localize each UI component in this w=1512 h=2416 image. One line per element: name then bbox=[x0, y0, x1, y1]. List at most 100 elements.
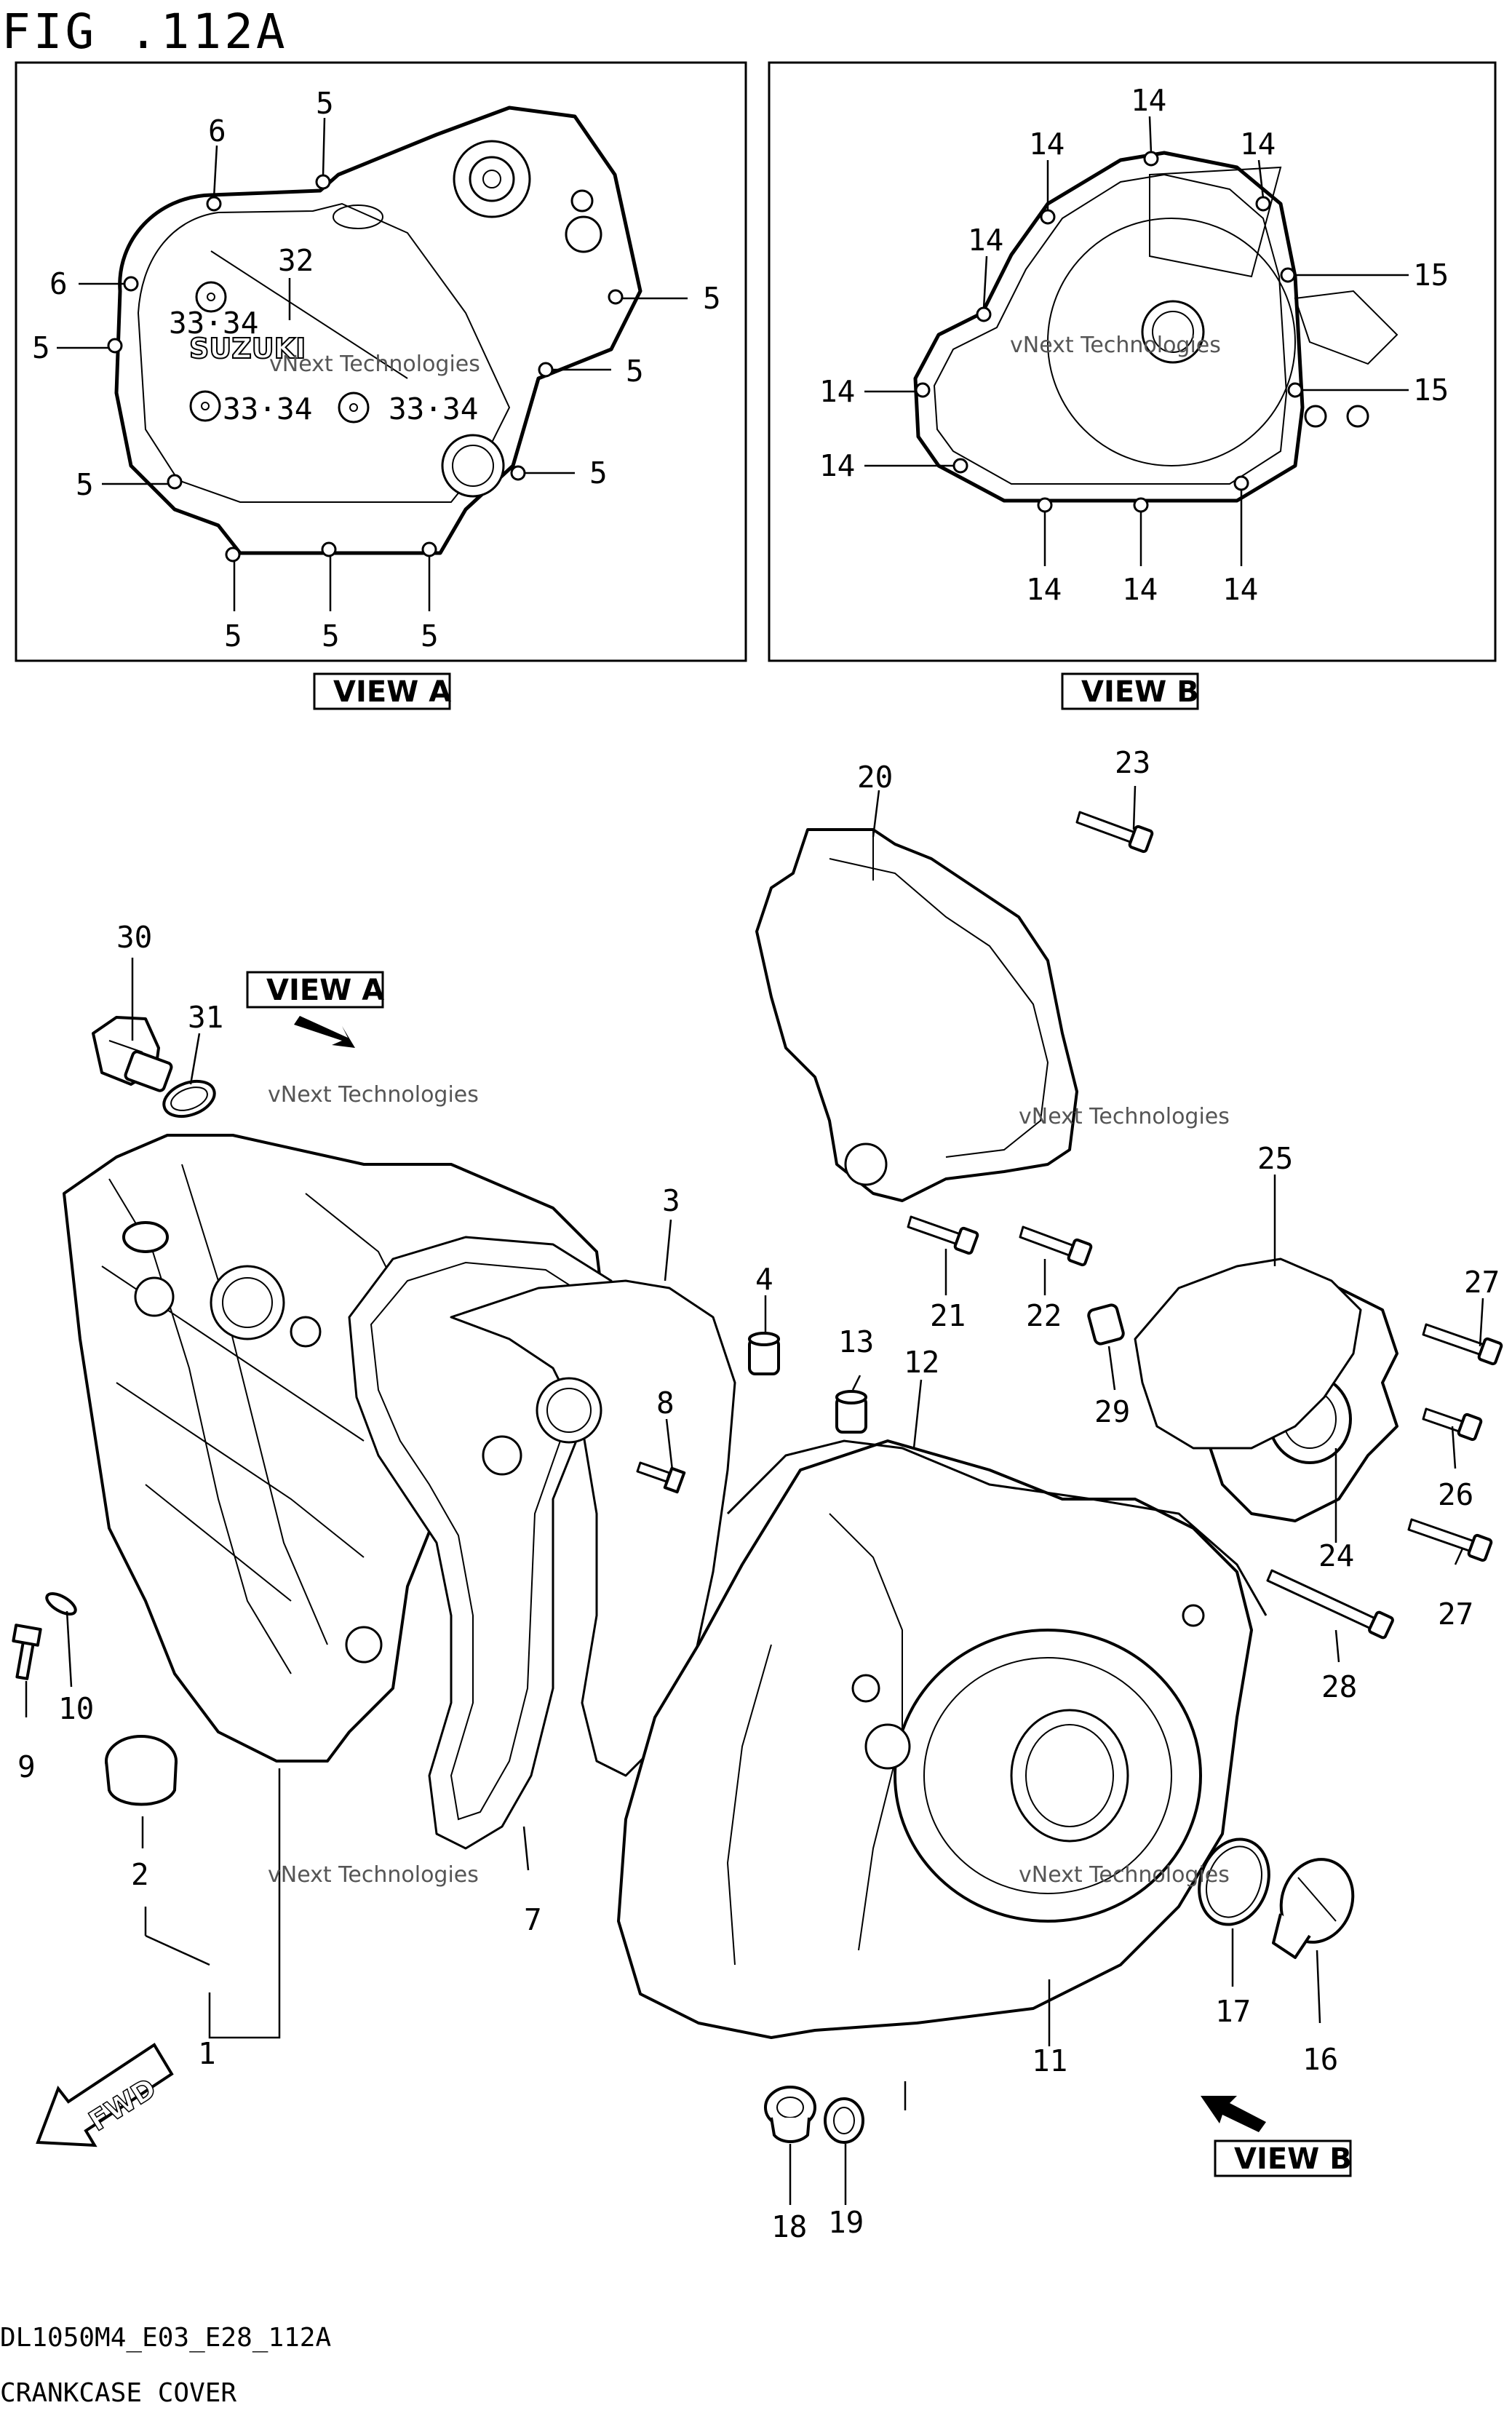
view-b-tag: VIEW B bbox=[1061, 672, 1199, 710]
fwd-arrow: FWD bbox=[36, 2043, 174, 2147]
view-b-label-14-c: 14 bbox=[1240, 127, 1276, 162]
label-18: 18 bbox=[771, 2209, 807, 2244]
svg-text:vNext Technologies: vNext Technologies bbox=[268, 1082, 479, 1108]
label-2: 2 bbox=[131, 1857, 149, 1892]
view-a-label-33-34-b: 33·34 bbox=[223, 392, 312, 426]
view-a-pointer: VIEW A bbox=[246, 971, 384, 1048]
view-a-label-33-34-c: 33·34 bbox=[389, 392, 478, 426]
svg-text:VIEW A: VIEW A bbox=[266, 974, 384, 1007]
view-a-cover-outline bbox=[114, 106, 642, 555]
o-ring-31 bbox=[162, 1079, 216, 1118]
dowel-pin-29 bbox=[1087, 1303, 1125, 1346]
plug-16 bbox=[1272, 1858, 1355, 1959]
label-29: 29 bbox=[1094, 1394, 1130, 1429]
label-20: 20 bbox=[857, 760, 893, 795]
view-a-label-33-34-a: 33·34 bbox=[169, 306, 258, 341]
label-4: 4 bbox=[755, 1262, 773, 1297]
gasket-12 bbox=[726, 1439, 1268, 1616]
view-b-leaders bbox=[864, 116, 1409, 566]
generator-cover-11 bbox=[617, 1439, 1253, 2039]
view-b-cover-outline bbox=[913, 151, 1305, 503]
label-27-upper: 27 bbox=[1464, 1265, 1500, 1300]
o-ring-17 bbox=[1198, 1837, 1270, 1926]
view-b-label-14-f: 14 bbox=[819, 448, 855, 483]
bolt-22 bbox=[1019, 1225, 1093, 1267]
label-12: 12 bbox=[904, 1345, 939, 1380]
label-28: 28 bbox=[1321, 1669, 1357, 1704]
view-b-panel: 14 14 14 14 14 14 14 14 14 15 15 vNext T… bbox=[768, 61, 1497, 662]
label-13: 13 bbox=[838, 1324, 874, 1359]
view-b-label-15-a: 15 bbox=[1413, 258, 1449, 293]
label-10: 10 bbox=[58, 1691, 94, 1726]
view-b-label-14-h: 14 bbox=[1122, 572, 1158, 607]
gasket-25 bbox=[1134, 1257, 1362, 1450]
label-24: 24 bbox=[1318, 1538, 1354, 1573]
view-a-leaders bbox=[57, 117, 688, 611]
label-19: 19 bbox=[828, 2205, 864, 2240]
view-a-label-6-left: 6 bbox=[49, 266, 68, 301]
sprocket-cover-20 bbox=[755, 828, 1078, 1202]
figure-caption: CRANKCASE COVER bbox=[0, 2378, 236, 2408]
label-1: 1 bbox=[198, 2036, 216, 2071]
svg-text:VIEW B: VIEW B bbox=[1234, 2142, 1352, 2176]
label-9: 9 bbox=[17, 1749, 36, 1784]
label-17: 17 bbox=[1215, 1994, 1251, 2029]
plug-2 bbox=[105, 1735, 178, 1806]
view-b-label-14-e: 14 bbox=[819, 374, 855, 409]
label-22: 22 bbox=[1026, 1298, 1062, 1333]
view-b-bolt-holes bbox=[915, 151, 1303, 513]
model-code: DL1050M4_E03_E28_112A bbox=[0, 2323, 331, 2353]
view-a-label-5-right-3: 5 bbox=[703, 281, 721, 316]
view-a-label-5-bottom-1: 5 bbox=[224, 619, 242, 653]
label-7: 7 bbox=[524, 1902, 542, 1937]
view-a-label-5-left: 5 bbox=[32, 330, 50, 365]
label-30: 30 bbox=[116, 920, 152, 955]
label-8: 8 bbox=[656, 1386, 675, 1420]
bolt-8 bbox=[636, 1461, 686, 1494]
svg-text:vNext Technologies: vNext Technologies bbox=[1019, 1862, 1230, 1888]
washer-10 bbox=[45, 1592, 77, 1616]
view-a-label-6-top: 6 bbox=[208, 114, 226, 148]
bolt-27-lower bbox=[1407, 1518, 1493, 1562]
view-a-brand: SUZUKI bbox=[189, 333, 306, 365]
label-23: 23 bbox=[1115, 745, 1150, 780]
label-27-lower: 27 bbox=[1438, 1597, 1473, 1632]
watermarks: vNext Technologies vNext Technologies vN… bbox=[268, 1082, 1230, 1888]
bolt-23 bbox=[1075, 811, 1154, 854]
dowel-pin-13 bbox=[835, 1390, 867, 1434]
view-a-label-5-lower-left: 5 bbox=[76, 467, 94, 502]
label-3: 3 bbox=[662, 1183, 680, 1218]
view-a-label-32: 32 bbox=[278, 243, 314, 278]
bolt-26 bbox=[1422, 1407, 1483, 1442]
view-b-label-14-a: 14 bbox=[1131, 83, 1166, 118]
bolt-21 bbox=[907, 1215, 979, 1255]
svg-text:vNext Technologies: vNext Technologies bbox=[1019, 1104, 1230, 1129]
label-26: 26 bbox=[1438, 1477, 1473, 1512]
view-b-label-14-d: 14 bbox=[968, 223, 1003, 258]
view-b-label-14-i: 14 bbox=[1222, 572, 1258, 607]
view-a-label-5-bottom-2: 5 bbox=[322, 619, 340, 653]
label-16: 16 bbox=[1302, 2042, 1338, 2077]
bolt-28 bbox=[1266, 1569, 1394, 1640]
view-a-label-5-top: 5 bbox=[316, 86, 334, 121]
view-a-label-5-bottom-3: 5 bbox=[421, 619, 439, 653]
view-b-pointer: VIEW B bbox=[1201, 2096, 1352, 2177]
view-b-label-15-b: 15 bbox=[1413, 373, 1449, 408]
view-a-label-5-right-2: 5 bbox=[626, 354, 644, 389]
figure-title: FIG .112A bbox=[1, 4, 288, 60]
view-a-label-5-right-1: 5 bbox=[589, 456, 608, 490]
watermark-view-a: vNext Technologies bbox=[269, 351, 480, 377]
label-31: 31 bbox=[188, 1000, 223, 1035]
dowel-pin-4 bbox=[748, 1332, 780, 1375]
view-a-panel: SUZUKI bbox=[15, 61, 747, 662]
bolt-9 bbox=[12, 1624, 42, 1680]
bolt-27-upper bbox=[1422, 1323, 1503, 1366]
plug-18 bbox=[764, 2086, 816, 2143]
label-11: 11 bbox=[1032, 2043, 1067, 2078]
view-b-label-14-b: 14 bbox=[1029, 127, 1065, 162]
main-leaders bbox=[25, 785, 1484, 2205]
label-25: 25 bbox=[1257, 1141, 1293, 1176]
watermark-view-b: vNext Technologies bbox=[1010, 333, 1221, 358]
filler-cap-30 bbox=[92, 1016, 173, 1092]
view-a-bolt-holes bbox=[107, 174, 624, 563]
